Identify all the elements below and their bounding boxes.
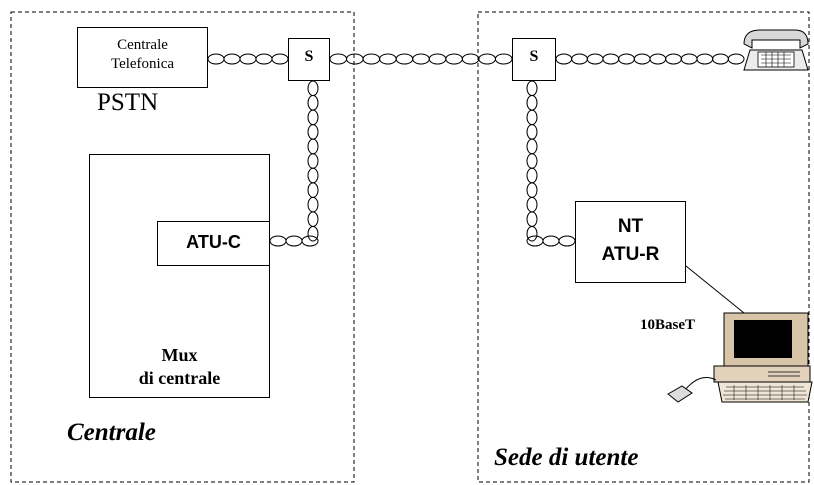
atu-r-label: ATU-R [601,244,660,265]
twisted-pair-segment [379,53,397,65]
twisted-pair-splitter-to-nt [526,80,538,242]
twisted-pair-segment [602,53,620,65]
twisted-pair-segment [526,182,538,198]
twisted-pair-segment [301,235,319,247]
twisted-pair-splitter-to-atu-c [307,80,319,242]
telephone-exchange-label-line2: Telefonica [110,56,175,72]
nt-atu-r-box [575,201,686,283]
twisted-pair-segment [285,235,303,247]
twisted-pair-segment [223,53,241,65]
telephone-exchange-label-line1: Centrale [117,37,168,53]
twisted-pair-segment [526,124,538,140]
telephone-icon [743,29,809,71]
twisted-pair-segment [727,53,745,65]
twisted-pair-segment [633,53,651,65]
computer-icon [713,312,813,403]
twisted-pair-splitter-to-telephone [555,53,745,65]
mux-label-line1: Mux [161,345,198,365]
twisted-pair-segment [239,53,257,65]
twisted-pair-segment [307,124,319,140]
twisted-pair-segment [618,53,635,65]
twisted-pair-segment [307,80,319,97]
twisted-pair-segment [395,53,414,65]
twisted-pair-segment [307,153,319,169]
nt-label: NT [617,216,644,237]
twisted-pair-segment [478,53,496,65]
twisted-pair-exchange-to-splitter [207,53,289,65]
atu-c-box [157,221,270,266]
twisted-pair-segment [346,53,364,65]
twisted-pair-segment [526,109,538,126]
twisted-pair-segment [307,95,319,111]
twisted-pair-segment [461,53,480,65]
customer-premises-region-label: Sede di utente [494,444,639,471]
atu-c-label: ATU-C [186,232,241,252]
twisted-pair-segment [555,53,573,65]
twisted-pair-segment [649,53,667,65]
twisted-pair-segment [255,53,273,65]
splitter-central-office-label: S [304,48,314,65]
twisted-pair-segment [526,235,544,247]
twisted-pair-segment [526,196,538,213]
twisted-pair-segment [269,235,287,247]
customer-premises-region-border [477,11,810,483]
telephone-exchange-box [77,27,208,88]
twisted-pair-segment [307,182,319,198]
twisted-pair-atu-c-link [269,235,319,247]
twisted-pair-segment [696,53,714,65]
twisted-pair-segment [526,225,538,242]
mux-box [89,154,270,398]
twisted-pair-segment [307,167,319,184]
ethernet-cable [685,265,745,314]
twisted-pair-segment [526,167,538,184]
twisted-pair-segment [542,235,560,247]
twisted-pair-segment [307,138,319,155]
twisted-pair-segment [271,53,289,65]
twisted-pair-segment [329,53,348,65]
twisted-pair-segment [445,53,463,65]
twisted-pair-segment [307,211,319,227]
mux-label-line2: di centrale [138,368,221,388]
twisted-pair-segment [558,235,576,247]
central-office-region-label: Centrale [67,419,156,446]
twisted-pair-segment [526,138,538,155]
twisted-pair-segment [586,53,604,65]
twisted-pair-segment [207,53,225,65]
twisted-pair-segment [412,53,430,65]
twisted-pair-segment [307,196,319,213]
twisted-pair-segment [712,53,729,65]
central-office-region-border [10,11,355,483]
splitter-central-office [288,38,330,81]
pstn-label: PSTN [97,89,159,116]
twisted-pair-segment [526,80,538,97]
twisted-pair-segment [494,53,513,65]
twisted-pair-segment [428,53,447,65]
twisted-pair-segment [680,53,698,65]
mouse-icon [667,377,717,403]
twisted-pair-splitter-to-splitter [329,53,513,65]
splitter-customer-premises [512,38,556,81]
splitter-customer-premises-label: S [529,48,539,65]
twisted-pair-segment [307,109,319,126]
twisted-pair-segment [665,53,682,65]
twisted-pair-segment [307,225,319,242]
twisted-pair-segment [526,153,538,169]
twisted-pair-segment [526,95,538,111]
twisted-pair-segment [526,211,538,227]
twisted-pair-segment [362,53,381,65]
ethernet-label: 10BaseT [640,317,696,333]
twisted-pair-nt-link [526,235,576,247]
twisted-pair-segment [571,53,588,65]
